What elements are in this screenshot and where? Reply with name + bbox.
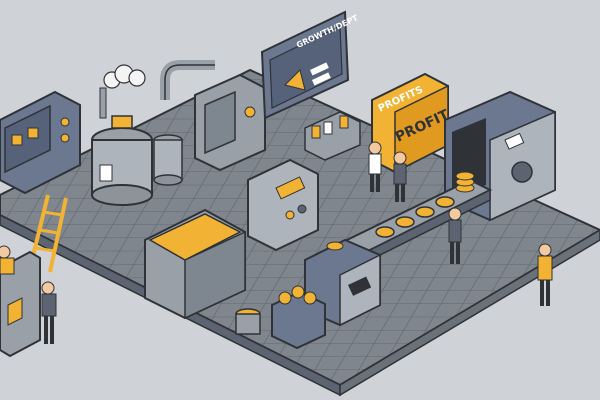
coin-icon [375, 196, 455, 238]
control-cabinet [0, 90, 81, 195]
bucket [235, 308, 261, 335]
storage-drum [153, 134, 183, 186]
worker-center-2 [393, 151, 407, 202]
worker-right [537, 243, 553, 306]
coin-basket [271, 285, 326, 350]
warning-desk [0, 250, 41, 358]
gear-icon [511, 161, 533, 183]
worker-left [0, 245, 15, 275]
control-panel [247, 158, 319, 252]
reactor-machine [160, 60, 266, 172]
supply-shelf [304, 111, 361, 161]
growth-board: GROWTH/DEPT [260, 10, 360, 120]
worker-center-1 [368, 141, 382, 192]
mixing-tank [91, 64, 153, 206]
worker-conveyor [448, 207, 462, 264]
grain-hopper [144, 208, 246, 320]
coin-stack [455, 171, 475, 193]
smoke-icon [103, 64, 146, 89]
warning-icon [7, 297, 23, 326]
worker-with-phone [41, 281, 57, 344]
